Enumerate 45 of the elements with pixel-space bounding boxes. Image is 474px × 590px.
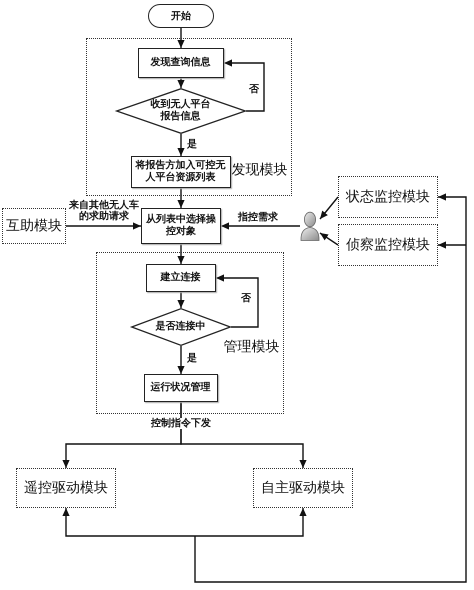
edge-label: 否 xyxy=(248,84,260,95)
arrow xyxy=(177,134,185,156)
process-box: 建立连接 xyxy=(146,264,216,292)
connector-line xyxy=(194,245,467,583)
arrow xyxy=(177,292,185,308)
module-box: 侦察监控模块 xyxy=(338,224,438,266)
condition-text: 是否连接中 xyxy=(154,320,206,332)
edge-label: 控制指令下发 xyxy=(150,418,212,429)
edge-label: 来自其他无人车的求助请求 xyxy=(68,200,140,222)
person-icon xyxy=(300,211,320,241)
edge-label: 是 xyxy=(186,139,198,150)
arrow xyxy=(180,402,307,468)
arrow xyxy=(177,188,185,208)
arrow xyxy=(320,232,338,246)
module-box: 互助模块 xyxy=(2,208,66,244)
edge-label: 指控需求 xyxy=(236,212,280,223)
module-title: 发现模块 xyxy=(232,162,288,178)
module-title: 管理模块 xyxy=(224,340,280,356)
arrow xyxy=(438,241,466,249)
process-box: 从列表中选择操控对象 xyxy=(141,208,221,244)
arrow xyxy=(195,508,307,537)
arrow xyxy=(438,193,467,245)
arrow xyxy=(62,508,195,537)
edge-label: 否 xyxy=(240,293,252,304)
arrow xyxy=(177,78,185,88)
process-box: 发现查询信息 xyxy=(138,48,224,78)
start-terminal: 开始 xyxy=(148,4,214,28)
module-box: 自主驱动模块 xyxy=(253,468,353,508)
module-group xyxy=(96,252,284,414)
arrow xyxy=(177,346,185,374)
arrow xyxy=(221,222,300,230)
arrow xyxy=(224,59,265,112)
process-box: 将报告方加入可控无人平台资源列表 xyxy=(130,156,230,188)
arrow xyxy=(66,222,141,230)
condition-text: 收到无人平台报告信息 xyxy=(150,98,212,122)
decision-diamond xyxy=(116,88,246,134)
arrow xyxy=(216,274,259,328)
edge-label: 是 xyxy=(186,353,198,364)
module-box: 状态监控模块 xyxy=(338,176,438,218)
process-box: 运行状况管理 xyxy=(144,374,218,402)
module-box: 遥控驱动模块 xyxy=(16,468,116,508)
module-group xyxy=(86,38,292,196)
arrow xyxy=(177,28,185,48)
arrow xyxy=(177,244,185,264)
arrow xyxy=(319,196,339,220)
